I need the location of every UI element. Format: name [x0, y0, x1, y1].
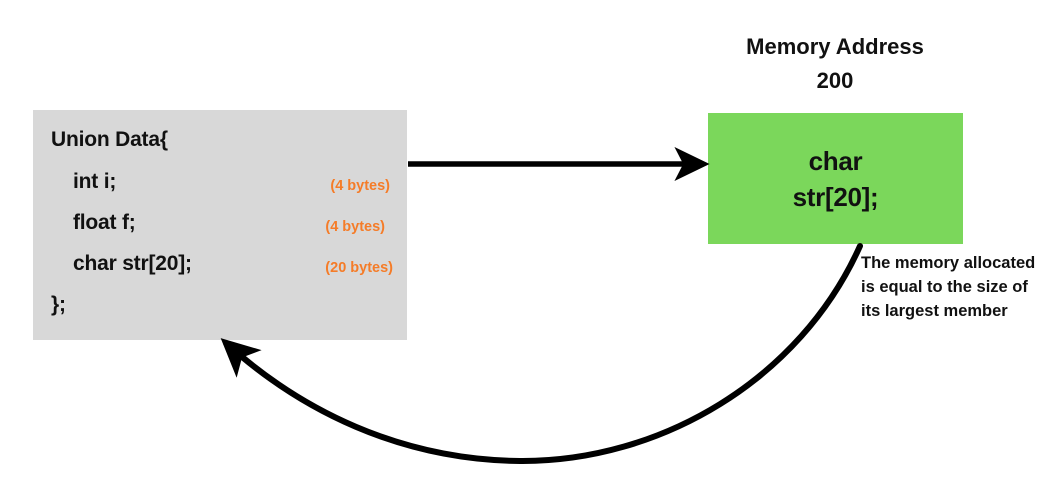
memory-address-title: Memory Address — [746, 34, 924, 59]
union-definition-block: Union Data{ int i; float f; char str[20]… — [33, 110, 407, 340]
code-line-union-open: Union Data{ — [51, 128, 168, 151]
code-line-float-member: float f; — [73, 211, 136, 234]
memory-box-type-label: char — [808, 145, 863, 176]
code-line-int-member: int i; — [73, 170, 117, 193]
memory-address-value: 200 — [816, 68, 854, 93]
byte-size-label-char-array: (20 bytes) — [325, 260, 393, 276]
allocated-memory-box: char str[20]; — [708, 113, 963, 244]
memory-allocation-note: The memory allocated is equal to the siz… — [861, 254, 1036, 320]
code-line-char-array-member: char str[20]; — [73, 252, 192, 275]
byte-size-label-float: (4 bytes) — [325, 219, 385, 235]
code-line-union-close: }; — [51, 293, 66, 316]
byte-size-label-int: (4 bytes) — [330, 178, 390, 194]
memory-box-member-label: str[20]; — [792, 181, 879, 212]
memory-address-header: Memory Address 200 — [690, 30, 980, 98]
